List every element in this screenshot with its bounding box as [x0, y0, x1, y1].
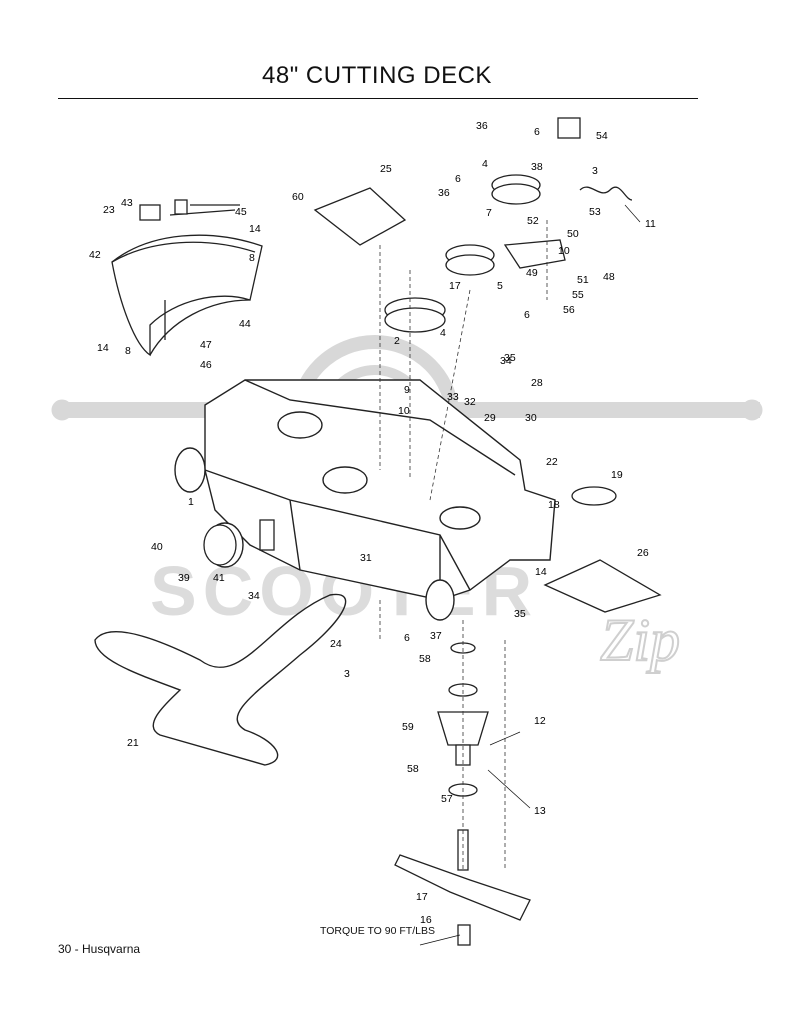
idler-pulleys: [384, 117, 633, 506]
callout-18: 18: [548, 499, 560, 511]
callout-6a: 6: [534, 126, 540, 138]
callout-54: 54: [596, 130, 608, 142]
callout-26: 26: [637, 547, 649, 559]
callout-44: 44: [239, 318, 251, 330]
callout-32: 32: [464, 396, 476, 408]
callout-41: 41: [213, 572, 225, 584]
callout-10a: 10: [398, 405, 410, 417]
callout-28: 28: [531, 377, 543, 389]
callout-36a: 36: [476, 120, 488, 132]
callout-60: 60: [292, 191, 304, 203]
callout-58b: 58: [407, 763, 419, 775]
discharge-chute: [111, 199, 263, 357]
callout-6b: 6: [455, 173, 461, 185]
callout-35a: 35: [504, 352, 516, 364]
callout-29: 29: [484, 412, 496, 424]
callout-46: 46: [200, 359, 212, 371]
callout-42: 42: [89, 249, 101, 261]
callout-24: 24: [330, 638, 342, 650]
callout-9: 9: [404, 384, 410, 396]
callout-17a: 17: [449, 280, 461, 292]
callout-19: 19: [611, 469, 623, 481]
callout-37: 37: [430, 630, 442, 642]
callout-53: 53: [589, 206, 601, 218]
callout-5: 5: [497, 280, 503, 292]
callout-34a: 34: [500, 355, 512, 367]
callout-10b: 10: [558, 245, 570, 257]
deck-wheels: [203, 519, 275, 566]
callout-21: 21: [127, 737, 139, 749]
callout-labels: 1233445666678891010111213141414161717181…: [89, 120, 656, 926]
callout-2: 2: [394, 335, 400, 347]
callout-3b: 3: [344, 668, 350, 680]
callout-39: 39: [178, 572, 190, 584]
callout-23: 23: [103, 204, 115, 216]
title-rule: [58, 98, 698, 99]
deck-covers: [313, 187, 662, 613]
callout-1: 1: [188, 496, 194, 508]
torque-note: TORQUE TO 90 FT/LBS: [320, 925, 435, 937]
callout-51: 51: [577, 274, 589, 286]
callout-11: 11: [645, 218, 656, 230]
callout-55: 55: [572, 289, 584, 301]
callout-8b: 8: [125, 345, 131, 357]
callout-36b: 36: [438, 187, 450, 199]
callout-43: 43: [121, 197, 133, 209]
callout-50: 50: [567, 228, 579, 240]
callout-58a: 58: [419, 653, 431, 665]
callout-14c: 14: [535, 566, 547, 578]
callout-48: 48: [603, 271, 615, 283]
callout-14b: 14: [97, 342, 109, 354]
callout-30: 30: [525, 412, 537, 424]
watermark-signature: Zip: [600, 607, 680, 673]
callout-6c: 6: [524, 309, 530, 321]
callout-33: 33: [447, 391, 459, 403]
callout-8a: 8: [249, 252, 255, 264]
callout-4a: 4: [482, 158, 488, 170]
callout-14a: 14: [249, 223, 261, 235]
page-footer: 30 - Husqvarna: [58, 942, 141, 956]
callout-6d: 6: [404, 632, 410, 644]
callout-45: 45: [235, 206, 247, 218]
callout-16: 16: [420, 914, 432, 926]
page-title: 48" CUTTING DECK: [262, 62, 492, 89]
callout-4b: 4: [440, 327, 446, 339]
callout-22: 22: [546, 456, 558, 468]
callout-13: 13: [534, 805, 546, 817]
callout-34b: 34: [248, 590, 260, 602]
callout-52: 52: [527, 215, 539, 227]
callout-12: 12: [534, 715, 546, 727]
callout-57: 57: [441, 793, 453, 805]
callout-17b: 17: [416, 891, 428, 903]
callout-59: 59: [402, 721, 414, 733]
callout-56: 56: [563, 304, 575, 316]
callout-31: 31: [360, 552, 372, 564]
callout-7: 7: [486, 207, 492, 219]
callout-3a: 3: [592, 165, 598, 177]
leader-lines: [419, 204, 641, 946]
assembly-lines: [379, 220, 548, 870]
callout-40: 40: [151, 541, 163, 553]
callout-49: 49: [526, 267, 538, 279]
drive-belt: [94, 593, 347, 766]
callout-35b: 35: [514, 608, 526, 620]
callout-25: 25: [380, 163, 392, 175]
callout-47: 47: [200, 339, 212, 351]
callout-38: 38: [531, 161, 543, 173]
